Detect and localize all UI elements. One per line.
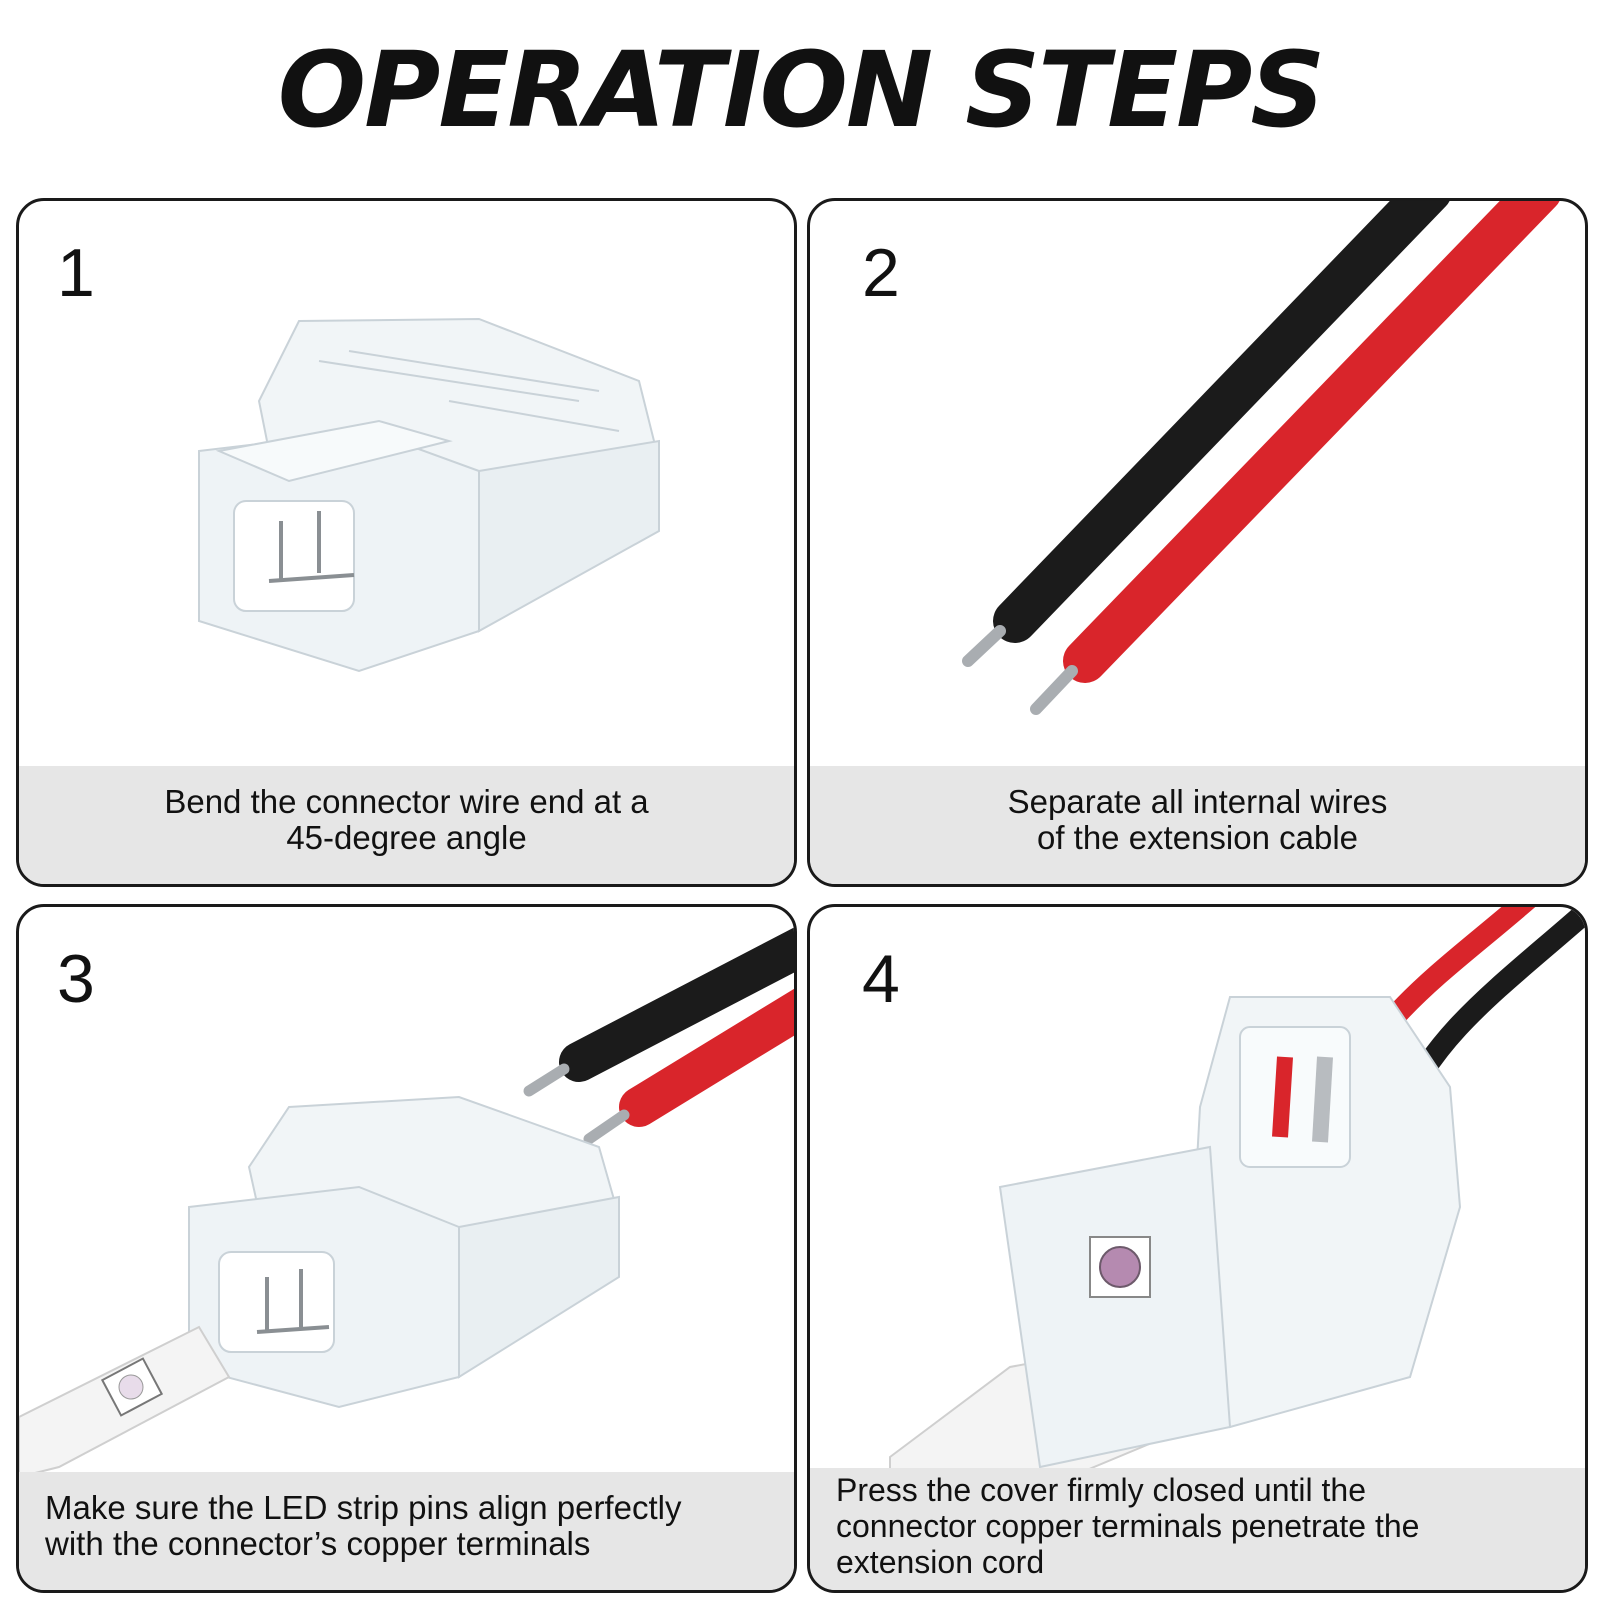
- caption-line: with the connector’s copper terminals: [45, 1525, 591, 1562]
- step-caption: Make sure the LED strip pins align perfe…: [19, 1472, 794, 1590]
- caption-line: Separate all internal wires: [1007, 783, 1388, 820]
- closed-connector-illustration: [889, 907, 1585, 1477]
- caption-line: Press the cover firmly closed until the: [836, 1472, 1366, 1508]
- step-number: 3: [57, 941, 95, 1017]
- wires-illustration: [962, 201, 1560, 715]
- caption-line: 45-degree angle: [286, 819, 527, 856]
- step-panel-2: 2 Separate all internal wires of the ext…: [807, 198, 1588, 887]
- caption-line: Bend the connector wire end at a: [164, 783, 649, 820]
- caption-line: connector copper terminals penetrate the: [836, 1508, 1420, 1544]
- step-number: 2: [862, 235, 900, 311]
- step-number: 1: [57, 235, 95, 311]
- align-illustration: [19, 927, 794, 1477]
- step-panel-1: 1 Bend the connector wire end at a 45-de…: [16, 198, 797, 887]
- step-panel-4: 4 Press the cover firmly closed until th…: [807, 904, 1588, 1593]
- connector-illustration: [198, 317, 661, 673]
- caption-line: extension cord: [836, 1544, 1045, 1580]
- step-caption: Bend the connector wire end at a 45-degr…: [19, 766, 794, 884]
- step-panel-3: 3 Make sure the LED strip pins align per…: [16, 904, 797, 1593]
- step-caption: Separate all internal wires of the exten…: [810, 766, 1585, 884]
- page-title: OPERATION STEPS: [277, 29, 1326, 151]
- step-caption: Press the cover firmly closed until the …: [810, 1468, 1585, 1590]
- caption-line: of the extension cable: [1036, 819, 1359, 856]
- step-number: 4: [862, 941, 900, 1017]
- caption-line: Make sure the LED strip pins align perfe…: [45, 1489, 682, 1526]
